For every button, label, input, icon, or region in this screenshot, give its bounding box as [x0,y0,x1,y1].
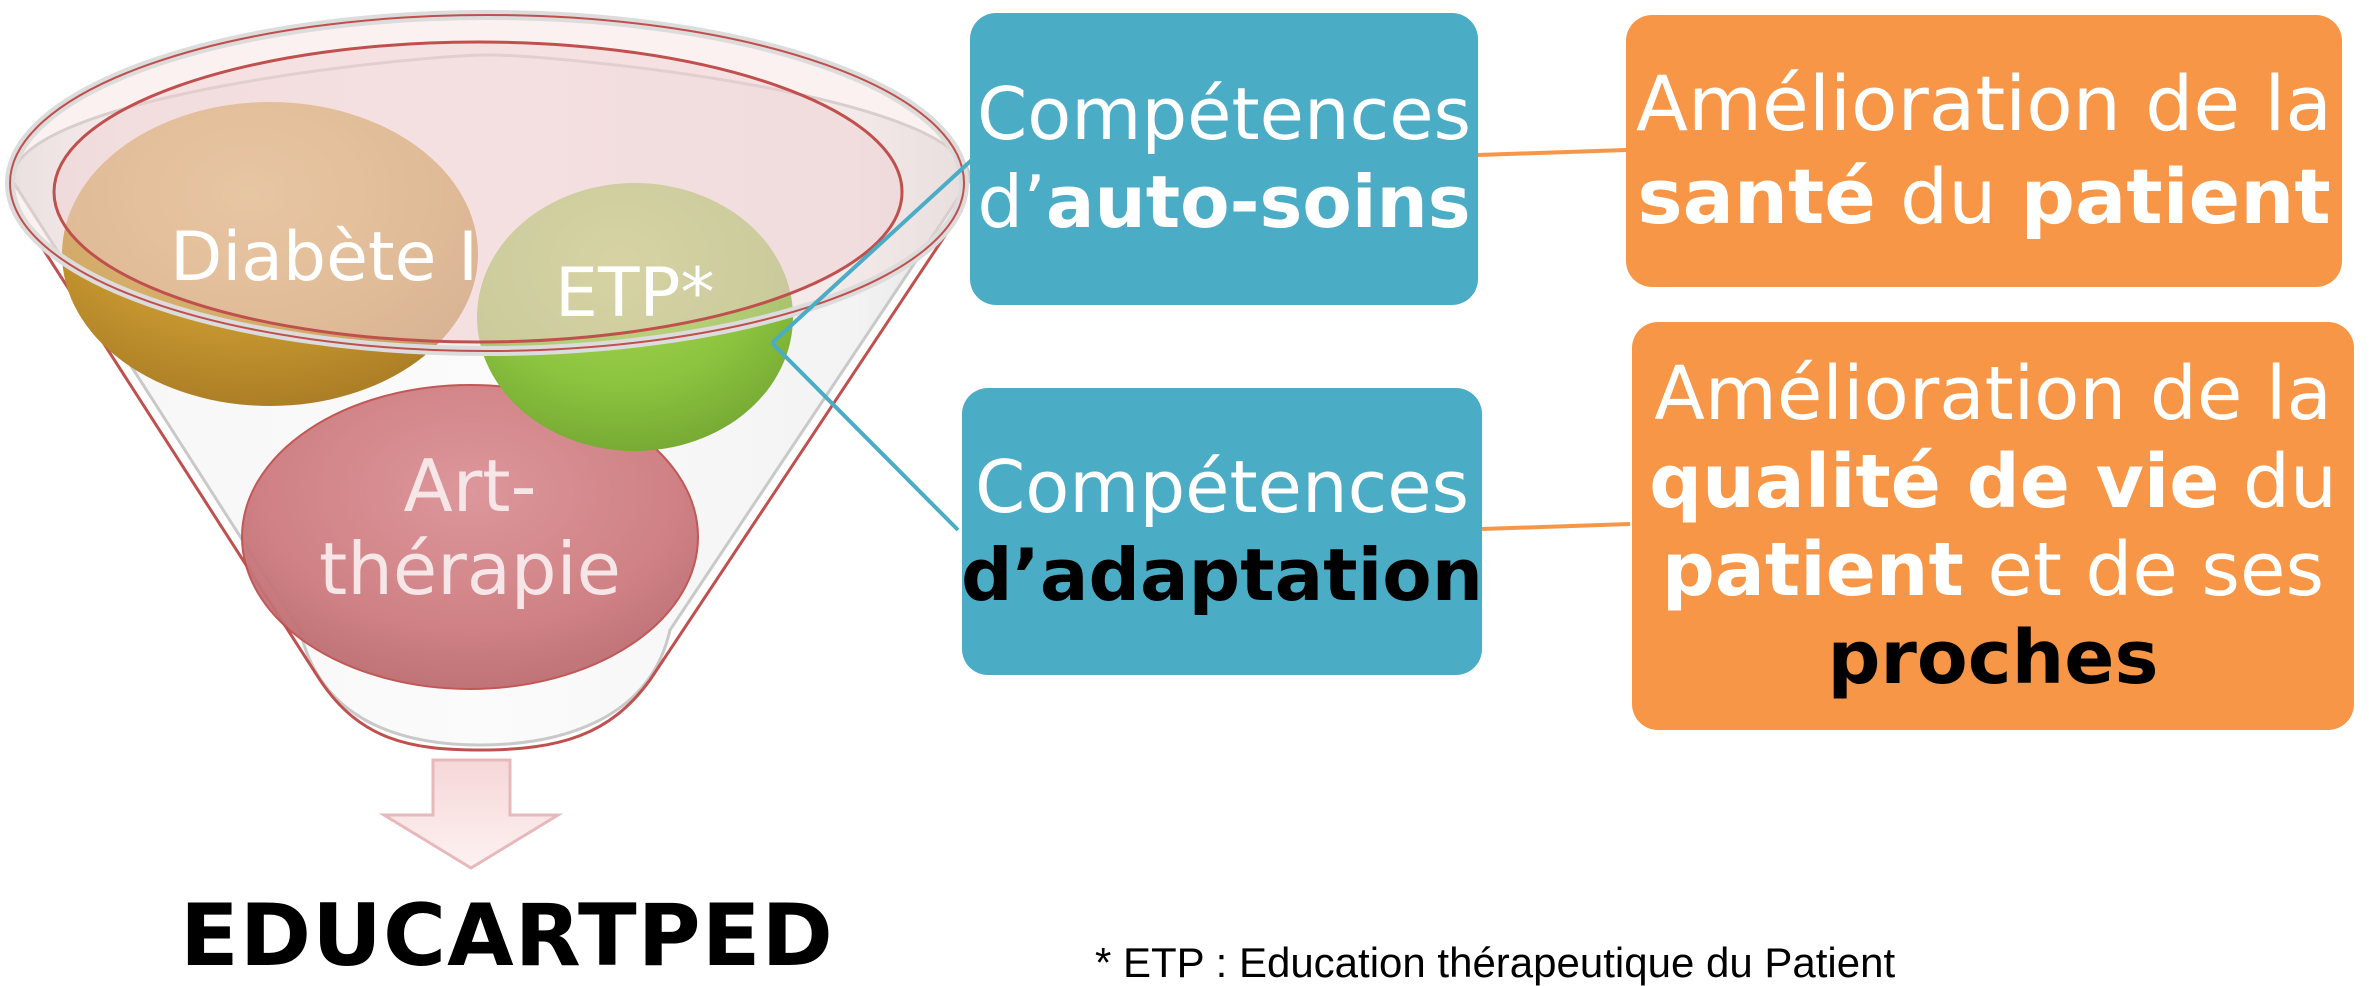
funnel-rim-outer-line [9,14,965,352]
art-therapie-line2: thérapie [319,526,621,611]
competences-adaptation-box: Compétences d’adaptation [961,388,1483,675]
etp-circle [477,183,793,451]
competences-auto-soins-box: Compétences d’auto-soins [970,13,1478,305]
diabete-circle [62,102,478,406]
diabete-label: Diabète I [170,218,479,297]
qualite-bold: qualité de vie [1649,438,2220,525]
qualite-line2: qualité de vie du [1649,438,2337,526]
etp-footnote: * ETP : Education thérapeutique du Patie… [1095,939,1896,986]
auto-soins-line2: d’auto-soins [977,159,1470,247]
funnel-outline [16,209,964,752]
adaptation-line1: Compétences [974,444,1469,529]
connector-auto-soins-to-sante [1477,148,1627,157]
sante-bold: santé [1637,152,1876,241]
qualite-rest: du [2219,438,2337,525]
qualite-line1: Amélioration de la [1654,350,2332,437]
auto-soins-line1: Compétences [976,72,1471,157]
qualite-line3: patient et de ses [1662,526,2324,614]
proches-bold: proches [1827,615,2159,702]
art-therapie-line1: Art- [403,444,537,528]
etp-label: ETP* [555,254,715,333]
amelioration-sante-box: Amélioration de la santé du patient [1626,15,2342,287]
adaptation-line2: d’adaptation [961,532,1483,620]
auto-soins-bold: auto-soins [1045,160,1471,244]
down-arrow-icon [378,758,564,870]
funnel-rim-inner [52,40,904,344]
qualite-line3-rest: et de ses [1963,527,2325,613]
connector-adaptation-to-qualite [1481,522,1631,531]
sante-line2: santé du patient [1637,151,2330,244]
adaptation-bold: d’adaptation [961,532,1483,617]
qualite-line4: proches [1827,614,2158,702]
art-therapie-circle [241,384,699,690]
auto-soins-prefix: d’ [977,160,1046,244]
connector-etp-to-auto-soins [770,155,977,345]
sante-mid: du [1875,152,2021,241]
sante-line1: Amélioration de la [1636,59,2332,149]
amelioration-qualite-box: Amélioration de la qualité de vie du pat… [1632,322,2354,730]
qualite-patient-bold: patient [1661,527,1964,613]
patient-bold: patient [2020,152,2331,241]
art-therapie-label: Art- thérapie [310,445,630,611]
connector-etp-to-adaptation [770,341,960,532]
educartped-title: EDUCARTPED [180,886,834,986]
